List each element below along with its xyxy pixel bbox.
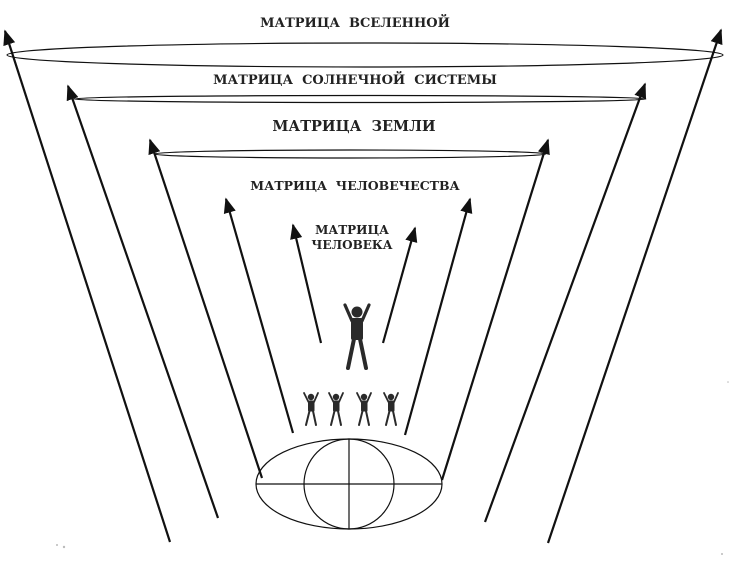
- arrow-human-right: [381, 226, 418, 344]
- human-figure-icon: [328, 392, 344, 426]
- rim-solar-system: [73, 94, 647, 104]
- human-figure-icon: [356, 392, 372, 426]
- globe-icon: [255, 438, 443, 530]
- arrow-humanity-left: [223, 197, 295, 434]
- arrow-earth-right: [440, 138, 550, 481]
- label-solar-system: МАТРИЦА СОЛНЕЧНОЙ СИСТЕМЫ: [213, 71, 497, 88]
- label-earth: МАТРИЦА ЗЕМЛИ: [272, 118, 436, 135]
- arrow-outer-left: [3, 29, 172, 543]
- arrow-solar-right: [483, 82, 647, 523]
- arrow-outer-right: [546, 28, 723, 544]
- arrow-humanity-right: [403, 197, 473, 436]
- arrow-human-left: [290, 223, 323, 344]
- scan-specks: [56, 381, 729, 555]
- label-human-line1: МАТРИЦА: [315, 223, 389, 237]
- human-figure-icon: [383, 392, 399, 426]
- rim-earth: [153, 149, 547, 159]
- label-universe: МАТРИЦА ВСЕЛЕННОЙ: [260, 14, 450, 31]
- human-figure-icon: [343, 303, 371, 370]
- human-figure-icon: [303, 392, 319, 426]
- label-human-line2: ЧЕЛОВЕКА: [311, 238, 392, 252]
- arrow-earth-left: [148, 138, 264, 479]
- label-humanity: МАТРИЦА ЧЕЛОВЕЧЕСТВА: [250, 178, 460, 193]
- arrow-solar-left: [66, 84, 220, 519]
- rim-universe: [6, 42, 724, 68]
- humanity-figures: [303, 392, 399, 426]
